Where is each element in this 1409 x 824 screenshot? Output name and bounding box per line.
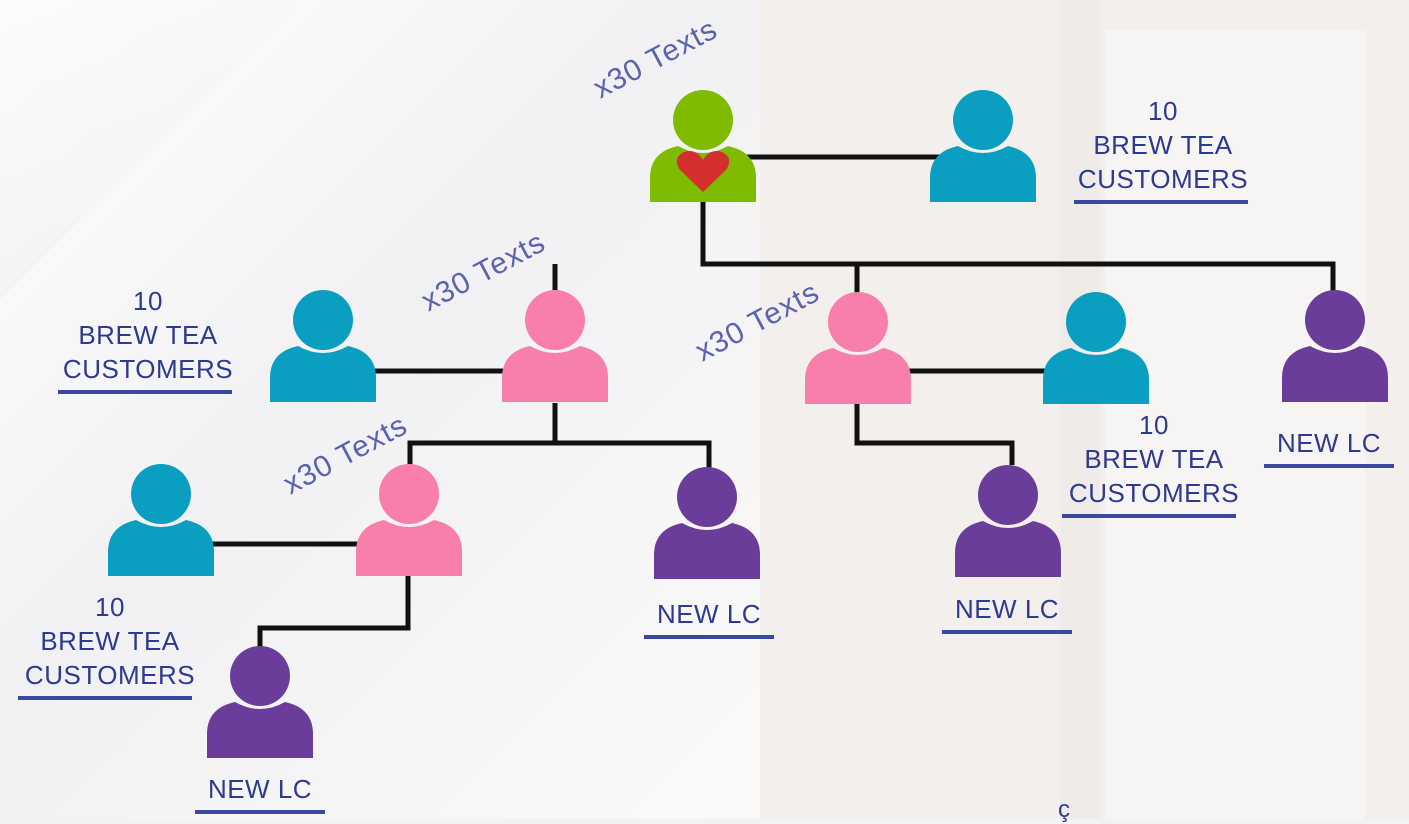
newlc-caption-2: NEW LC [644, 597, 774, 639]
connector-leader-b-newlc [854, 403, 1015, 465]
background-stripe [1060, 0, 1100, 819]
newlc-label: NEW LC [954, 594, 1060, 624]
customer-caption-4: 10 BREW TEA CUSTOMERS [14, 590, 206, 700]
customer-label-line2: CUSTOMERS [62, 354, 234, 384]
caption-underline [644, 635, 774, 639]
person-icon-leader-b [805, 292, 911, 404]
connector-leader-c-newlc [257, 576, 411, 648]
caption-underline [18, 696, 192, 700]
person-icon-customer-2 [270, 290, 376, 402]
customer-label-line2: CUSTOMERS [24, 660, 196, 690]
caption-underline [1062, 514, 1236, 518]
connector-root-bus [700, 200, 1336, 292]
customer-label-line2: CUSTOMERS [1068, 478, 1240, 508]
customer-label-line1: BREW TEA [40, 626, 180, 656]
customer-caption-2: 10 BREW TEA CUSTOMERS [52, 284, 244, 394]
newlc-label: NEW LC [207, 774, 313, 804]
newlc-caption-3: NEW LC [942, 592, 1072, 634]
person-icon-leader-c [356, 464, 462, 576]
stray-glyph: ç [1058, 796, 1070, 823]
person-icon-newlc-1 [1282, 290, 1388, 402]
person-icon-newlc-4 [207, 646, 313, 758]
caption-underline [58, 390, 232, 394]
customer-label-line1: BREW TEA [1084, 444, 1224, 474]
background-panel-far-right [1105, 30, 1365, 819]
caption-underline [195, 810, 325, 814]
customer-count: 10 [95, 592, 125, 622]
customer-count: 10 [1139, 410, 1169, 440]
people [108, 90, 1388, 758]
customer-caption-3: 10 BREW TEA CUSTOMERS [1058, 408, 1250, 518]
customer-label-line1: BREW TEA [78, 320, 218, 350]
person-icon-leader-a [502, 290, 608, 402]
customer-count: 10 [1148, 96, 1178, 126]
person-icon-customer-1 [930, 90, 1036, 202]
caption-underline [1074, 200, 1248, 204]
newlc-caption-1: NEW LC [1264, 426, 1394, 468]
person-icon-newlc-3 [955, 465, 1061, 577]
connector-leader-a-newlc [555, 440, 712, 468]
newlc-label: NEW LC [1276, 428, 1382, 458]
caption-underline [1264, 464, 1394, 468]
person-icon-newlc-2 [654, 467, 760, 579]
person-icon-customer-4 [108, 464, 214, 576]
caption-underline [942, 630, 1072, 634]
heart-icon [676, 151, 730, 192]
root-member [650, 90, 756, 202]
customer-label-line1: BREW TEA [1093, 130, 1233, 160]
person-icon-customer-3 [1043, 292, 1149, 404]
customer-label-line2: CUSTOMERS [1077, 164, 1249, 194]
customer-caption-1: 10 BREW TEA CUSTOMERS [1068, 94, 1258, 204]
newlc-caption-4: NEW LC [195, 772, 325, 814]
connector-leader-a-leader-c [407, 403, 558, 466]
customer-count: 10 [133, 286, 163, 316]
connectors [210, 154, 1336, 648]
newlc-label: NEW LC [656, 599, 762, 629]
